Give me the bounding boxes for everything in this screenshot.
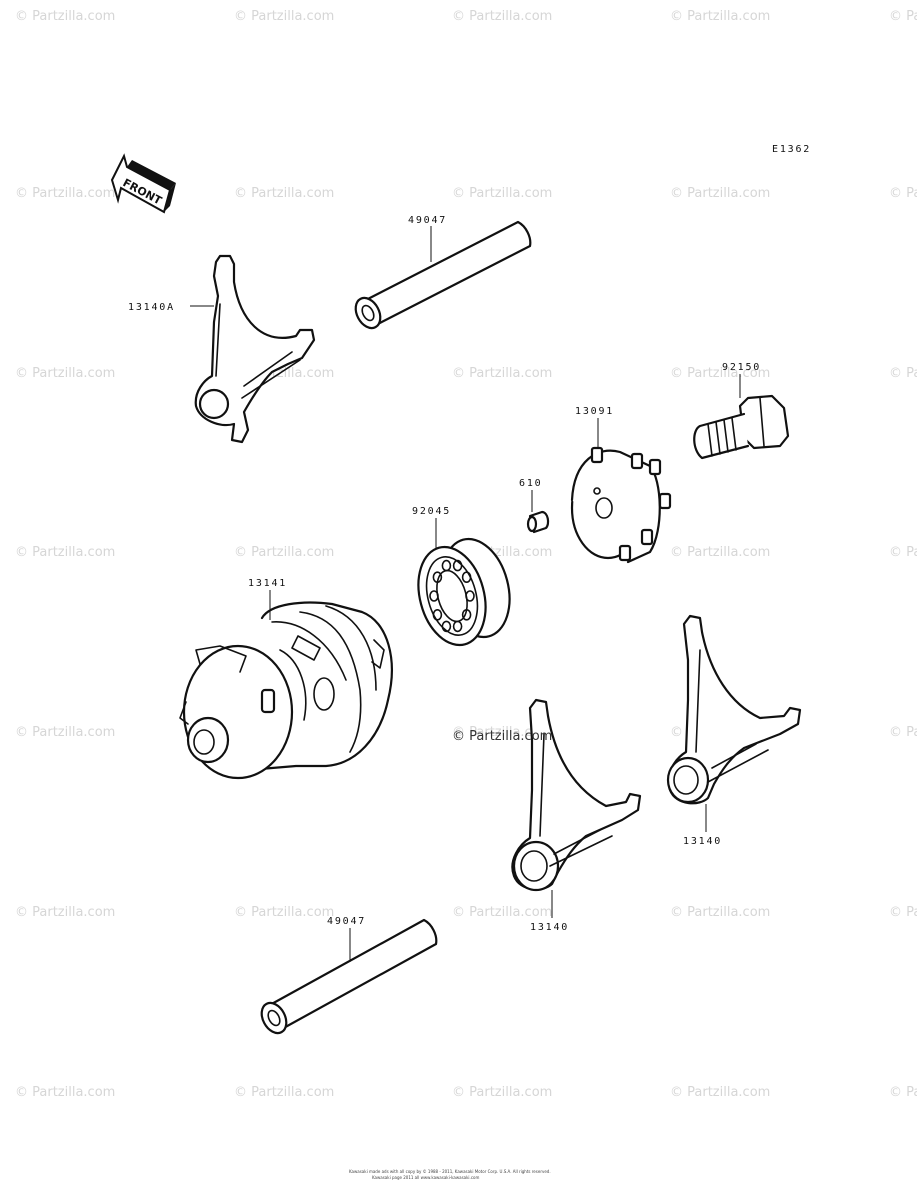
part-label: 49047 <box>327 916 366 927</box>
watermark-text: © Partzilla.com <box>889 545 917 560</box>
shift-fork-shaft-bottom[interactable] <box>257 918 438 1037</box>
watermark-text: © Partzilla.com <box>15 725 115 740</box>
watermark-text: © Partzilla.com <box>889 366 917 381</box>
watermark-text: © Partzilla.com <box>452 1085 552 1100</box>
watermark-text: © Partzilla.com <box>452 9 552 24</box>
bearing-ball <box>429 590 439 602</box>
bearing-ball <box>452 559 463 572</box>
watermark-text: © Partzilla.com <box>234 545 334 560</box>
part-label: 92045 <box>412 506 451 517</box>
watermark-text: © Partzilla.com <box>234 9 334 24</box>
watermark-text: © Partzilla.com <box>234 1085 334 1100</box>
bearing-ball <box>441 559 452 572</box>
part-label: 610 <box>519 478 542 489</box>
watermark-text: © Partzilla.com <box>889 186 917 201</box>
shift-fork-13140-right[interactable] <box>666 614 802 832</box>
shift-drum-13141[interactable] <box>179 590 393 780</box>
watermark-text: © Partzilla.com <box>670 905 770 920</box>
bearing-ball <box>465 590 475 602</box>
watermark-text: © Partzilla.com <box>234 186 334 201</box>
shift-fork-shaft-top[interactable] <box>351 220 532 332</box>
part-label: 92150 <box>722 362 761 373</box>
watermark-text: © Partzilla.com <box>670 9 770 24</box>
part-label: 13091 <box>575 406 614 417</box>
watermark-text: © Partzilla.com <box>15 9 115 24</box>
watermark-text: © Partzilla.com <box>452 905 552 920</box>
watermark-text: © Partzilla.com <box>670 545 770 560</box>
pin-610[interactable] <box>526 490 550 534</box>
watermark-text: © Partzilla.com <box>889 1085 917 1100</box>
watermark-text: © Partzilla.com <box>452 366 552 381</box>
watermark-text: © Partzilla.com <box>15 545 115 560</box>
watermark-text: © Partzilla.com <box>15 905 115 920</box>
watermark-text: © Partzilla.com <box>15 186 115 201</box>
watermark-text: © Partzilla.com <box>15 1085 115 1100</box>
watermark-text: © Partzilla.com <box>15 366 115 381</box>
bearing-92045[interactable] <box>408 518 520 653</box>
watermark-text: © Partzilla.com <box>670 366 770 381</box>
copyright-line-1: Kawasaki made ads with all copy by © 198… <box>349 1169 551 1174</box>
watermark-text: © Partzilla.com <box>670 186 770 201</box>
bolt-92150[interactable] <box>693 374 790 460</box>
part-label: 49047 <box>408 215 447 226</box>
center-watermark: © Partzilla.com <box>452 729 552 744</box>
bearing-ball <box>461 571 472 584</box>
bearing-ball <box>432 608 443 621</box>
part-label: 13140 <box>530 922 569 933</box>
shift-fork-13140-center[interactable] <box>511 698 642 918</box>
watermark-text: © Partzilla.com <box>889 725 917 740</box>
watermark-text: © Partzilla.com <box>234 905 334 920</box>
bearing-ball <box>432 571 443 584</box>
bearing-ball <box>461 608 472 621</box>
diagram-code: E1362 <box>772 144 811 155</box>
part-label: 13140A <box>128 302 175 313</box>
pin-plate-13091[interactable] <box>570 418 672 564</box>
watermark-text: © Partzilla.com <box>452 186 552 201</box>
watermark-text: © Partzilla.com <box>889 9 917 24</box>
bearing-ball <box>441 620 452 633</box>
watermark-text: © Partzilla.com <box>889 905 917 920</box>
front-arrow-icon: FRONT <box>110 153 176 214</box>
copyright-line-2: Kawasaki page 2011 all www.kawasaki-kawa… <box>372 1175 479 1180</box>
shift-fork-13140a[interactable] <box>190 254 316 444</box>
watermark-text: © Partzilla.com <box>452 725 552 740</box>
part-label: 13141 <box>248 578 287 589</box>
bearing-ball <box>452 620 463 633</box>
part-label: 13140 <box>683 836 722 847</box>
watermark-text: © Partzilla.com <box>670 1085 770 1100</box>
